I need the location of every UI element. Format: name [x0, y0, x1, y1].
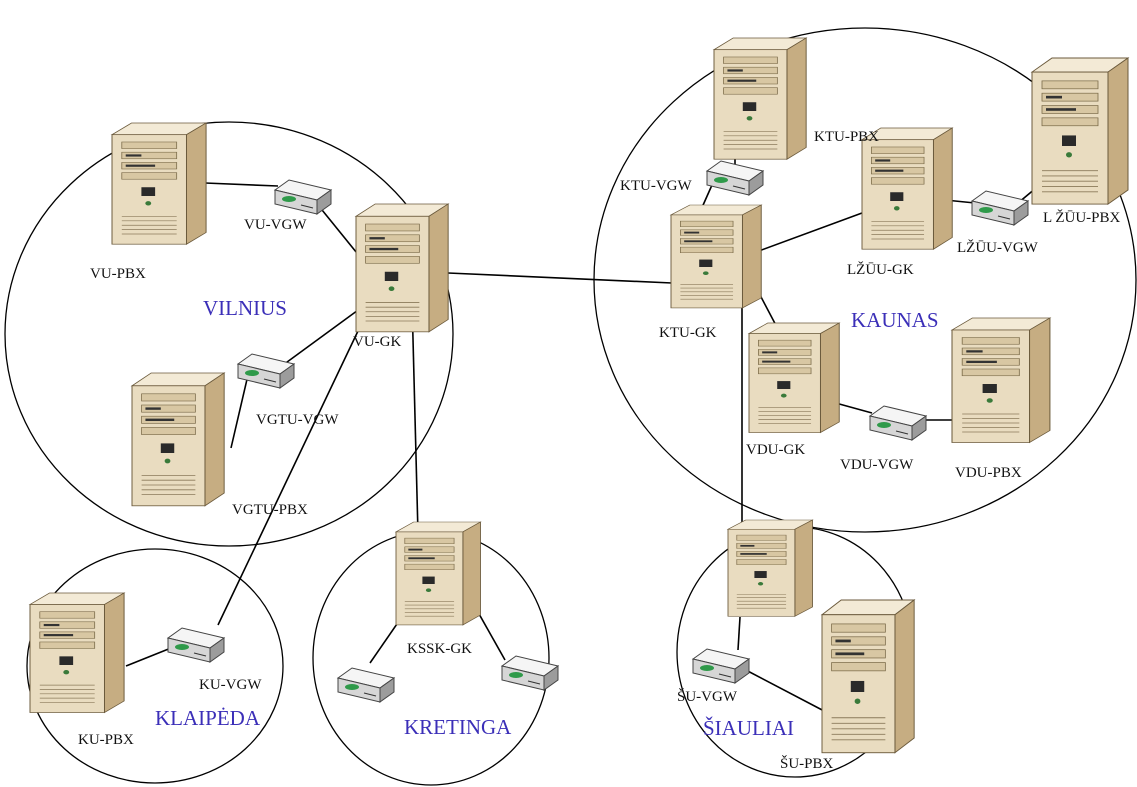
- label-vgtu-pbx: VGTU-PBX: [232, 502, 308, 518]
- label-vu-pbx: VU-PBX: [90, 266, 146, 282]
- link-vgtu-vgw-pbx: [230, 374, 249, 449]
- vgtu-pbx-server-icon: [131, 372, 225, 507]
- lzuu-pbx-server-icon: [1031, 57, 1129, 205]
- label-vu-gk: VU-GK: [353, 334, 402, 350]
- su-pbx-server-icon: [821, 599, 915, 754]
- lzuu-gk-server-icon: [861, 127, 953, 250]
- vdu-vgw-gateway-icon: [869, 405, 927, 441]
- region-label-kaunas: KAUNAS: [851, 308, 939, 332]
- label-ktu-vgw: KTU-VGW: [620, 178, 692, 194]
- link-vu-pbx-vgw: [204, 182, 279, 187]
- label-kssk-gk: KSSK-GK: [407, 641, 473, 657]
- label-lzuu-gk: LŽŪU-GK: [847, 262, 914, 278]
- label-lzuu-pbx: L ŽŪU-PBX: [1043, 210, 1121, 226]
- label-ktu-gk: KTU-GK: [659, 325, 717, 341]
- label-vdu-gk: VDU-GK: [746, 442, 806, 458]
- vdu-gk-server-icon: [748, 322, 840, 434]
- region-label-siauliai: ŠIAULIAI: [703, 716, 794, 740]
- label-vdu-vgw: VDU-VGW: [840, 457, 914, 473]
- link-su-vgw-pbx: [741, 667, 827, 713]
- label-lzuu-vgw: LŽŪU-VGW: [957, 240, 1038, 256]
- link-ku-pbx-vgw: [125, 647, 172, 667]
- ku-vgw-gateway-icon: [167, 627, 225, 663]
- link-ktu-gk-lzuu-gk: [755, 212, 863, 253]
- label-ku-vgw: KU-VGW: [199, 677, 262, 693]
- lzuu-vgw-gateway-icon: [971, 190, 1029, 226]
- kssk-left-gateway-icon: [337, 667, 395, 703]
- vu-vgw-gateway-icon: [274, 179, 332, 215]
- label-ku-pbx: KU-PBX: [78, 732, 134, 748]
- link-vu-gk-ku-vgw: [217, 309, 369, 626]
- link-vgtu-vgw-gk: [282, 304, 366, 366]
- vdu-pbx-server-icon: [951, 317, 1051, 444]
- ktu-pbx-server-icon: [713, 37, 807, 160]
- su-gk-server-icon: [727, 519, 813, 617]
- vu-gk-server-icon: [355, 203, 449, 333]
- label-vdu-pbx: VDU-PBX: [955, 465, 1022, 481]
- region-circle-klaipeda: [26, 548, 284, 784]
- ku-pbx-server-icon: [29, 592, 125, 714]
- link-su-gk-vgw: [737, 616, 741, 651]
- label-su-vgw: ŠU-VGW: [677, 689, 737, 705]
- vu-pbx-server-icon: [111, 122, 207, 245]
- region-label-kretinga: KRETINGA: [404, 715, 512, 739]
- kssk-gk-server-icon: [395, 521, 481, 626]
- region-label-vilnius: VILNIUS: [203, 296, 287, 320]
- ktu-gk-server-icon: [670, 204, 762, 309]
- label-ktu-pbx: KTU-PBX: [814, 129, 880, 145]
- region-circle-vilnius: [4, 121, 454, 547]
- link-vu-gk-ktu-gk: [447, 272, 673, 284]
- label-su-pbx: ŠU-PBX: [780, 756, 834, 772]
- label-vu-vgw: VU-VGW: [244, 217, 307, 233]
- ktu-vgw-gateway-icon: [706, 160, 764, 196]
- region-label-klaipeda: KLAIPĖDA: [155, 706, 260, 730]
- label-vgtu-vgw: VGTU-VGW: [256, 412, 339, 428]
- link-vu-gk-kssk-gk: [411, 299, 419, 535]
- su-vgw-gateway-icon: [692, 648, 750, 684]
